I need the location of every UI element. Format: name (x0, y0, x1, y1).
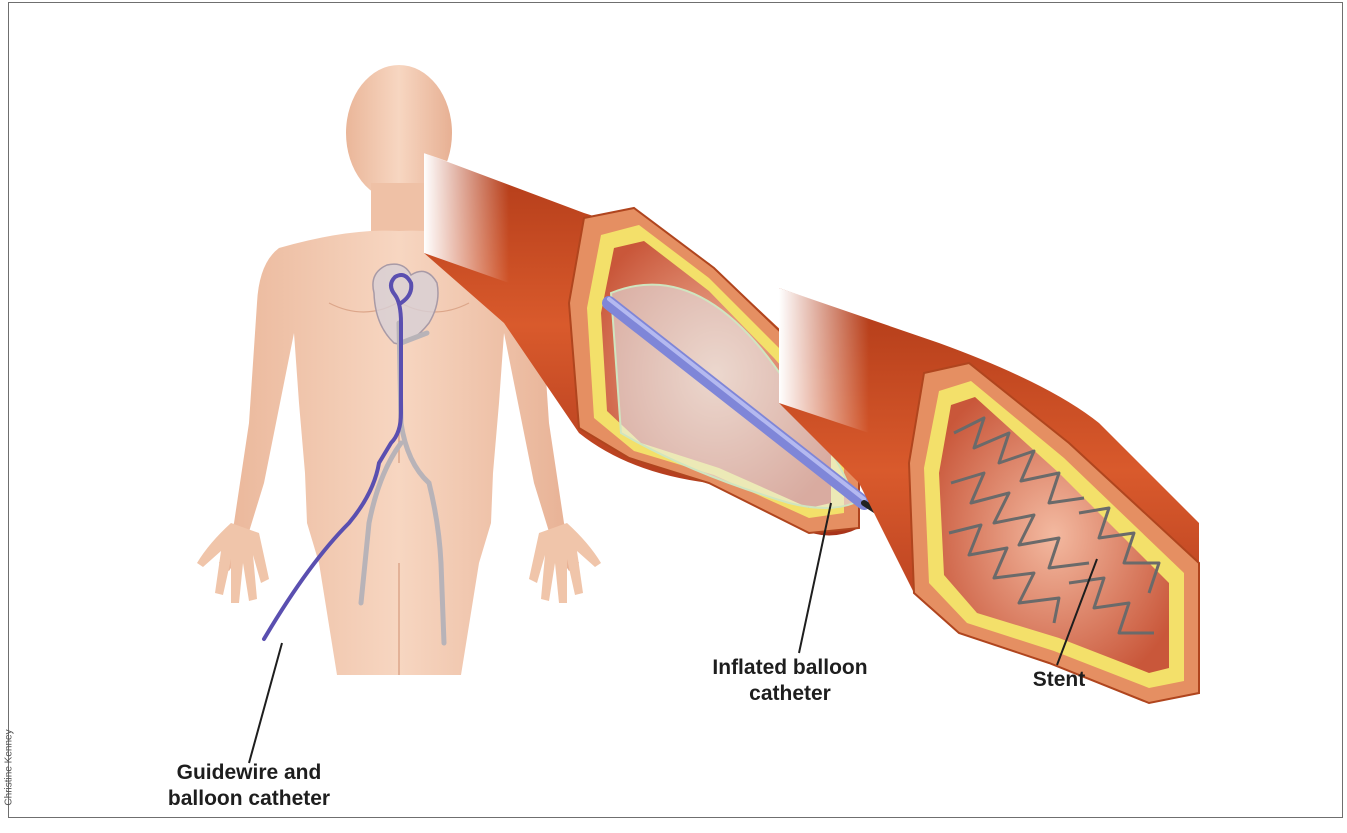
label-balloon-line2: catheter (685, 681, 895, 707)
label-balloon-line1: Inflated balloon (685, 655, 895, 681)
label-guidewire-line2: balloon catheter (149, 786, 349, 812)
label-guidewire-line1: Guidewire and (149, 760, 349, 786)
figure-frame: Guidewire and balloon catheter Inflated … (8, 2, 1343, 818)
label-guidewire: Guidewire and balloon catheter (149, 760, 349, 812)
label-stent: Stent (1009, 667, 1109, 693)
label-stent-text: Stent (1009, 667, 1109, 693)
leader-guidewire (249, 643, 282, 763)
angioplasty-illustration (9, 3, 1344, 819)
artist-credit: Christine Kenney (4, 703, 15, 833)
label-balloon: Inflated balloon catheter (685, 655, 895, 707)
